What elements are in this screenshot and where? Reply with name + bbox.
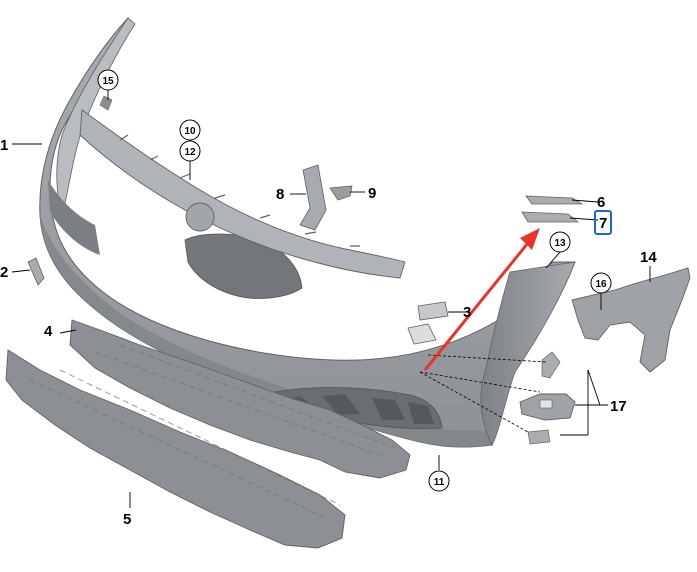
label-8: 8 xyxy=(276,186,284,203)
absorber-5 xyxy=(5,349,346,549)
callout-10: 10 xyxy=(179,119,201,141)
label-1: 1 xyxy=(0,137,8,154)
label-4: 4 xyxy=(44,323,53,340)
callout-13: 13 xyxy=(549,231,571,253)
label-16: 16 xyxy=(595,279,607,290)
upper-trim-strip xyxy=(79,95,406,279)
label-11: 11 xyxy=(434,477,445,488)
label-3: 3 xyxy=(463,304,471,321)
label-17: 17 xyxy=(610,398,627,415)
trim-6 xyxy=(525,195,584,205)
label-10: 10 xyxy=(184,126,196,137)
trim-7 xyxy=(521,211,580,223)
cap-3 xyxy=(417,301,449,321)
label-13: 13 xyxy=(554,238,566,249)
label-9: 9 xyxy=(368,185,376,202)
leader-lines xyxy=(11,88,651,508)
callout-16: 16 xyxy=(590,272,612,294)
label-14: 14 xyxy=(640,249,657,266)
clip-17a xyxy=(541,351,561,379)
callout-11: 11 xyxy=(428,470,450,492)
label-6: 6 xyxy=(597,194,605,211)
bracket-8 xyxy=(299,164,327,231)
highlight-box xyxy=(594,210,612,235)
callout-12: 12 xyxy=(179,140,201,162)
label-12: 12 xyxy=(184,147,196,158)
bracket-2 xyxy=(27,257,45,286)
bumper-cover xyxy=(39,17,576,448)
label-5: 5 xyxy=(123,511,131,528)
label-2: 2 xyxy=(0,264,8,281)
callout-15: 15 xyxy=(97,69,119,91)
clip-17b xyxy=(527,429,551,445)
clip-9 xyxy=(329,185,353,201)
label-15: 15 xyxy=(102,76,114,87)
red-arrow xyxy=(423,228,540,371)
label-7: 7 xyxy=(599,215,607,232)
absorber-4 xyxy=(69,319,411,479)
bracket-14 xyxy=(571,267,691,373)
